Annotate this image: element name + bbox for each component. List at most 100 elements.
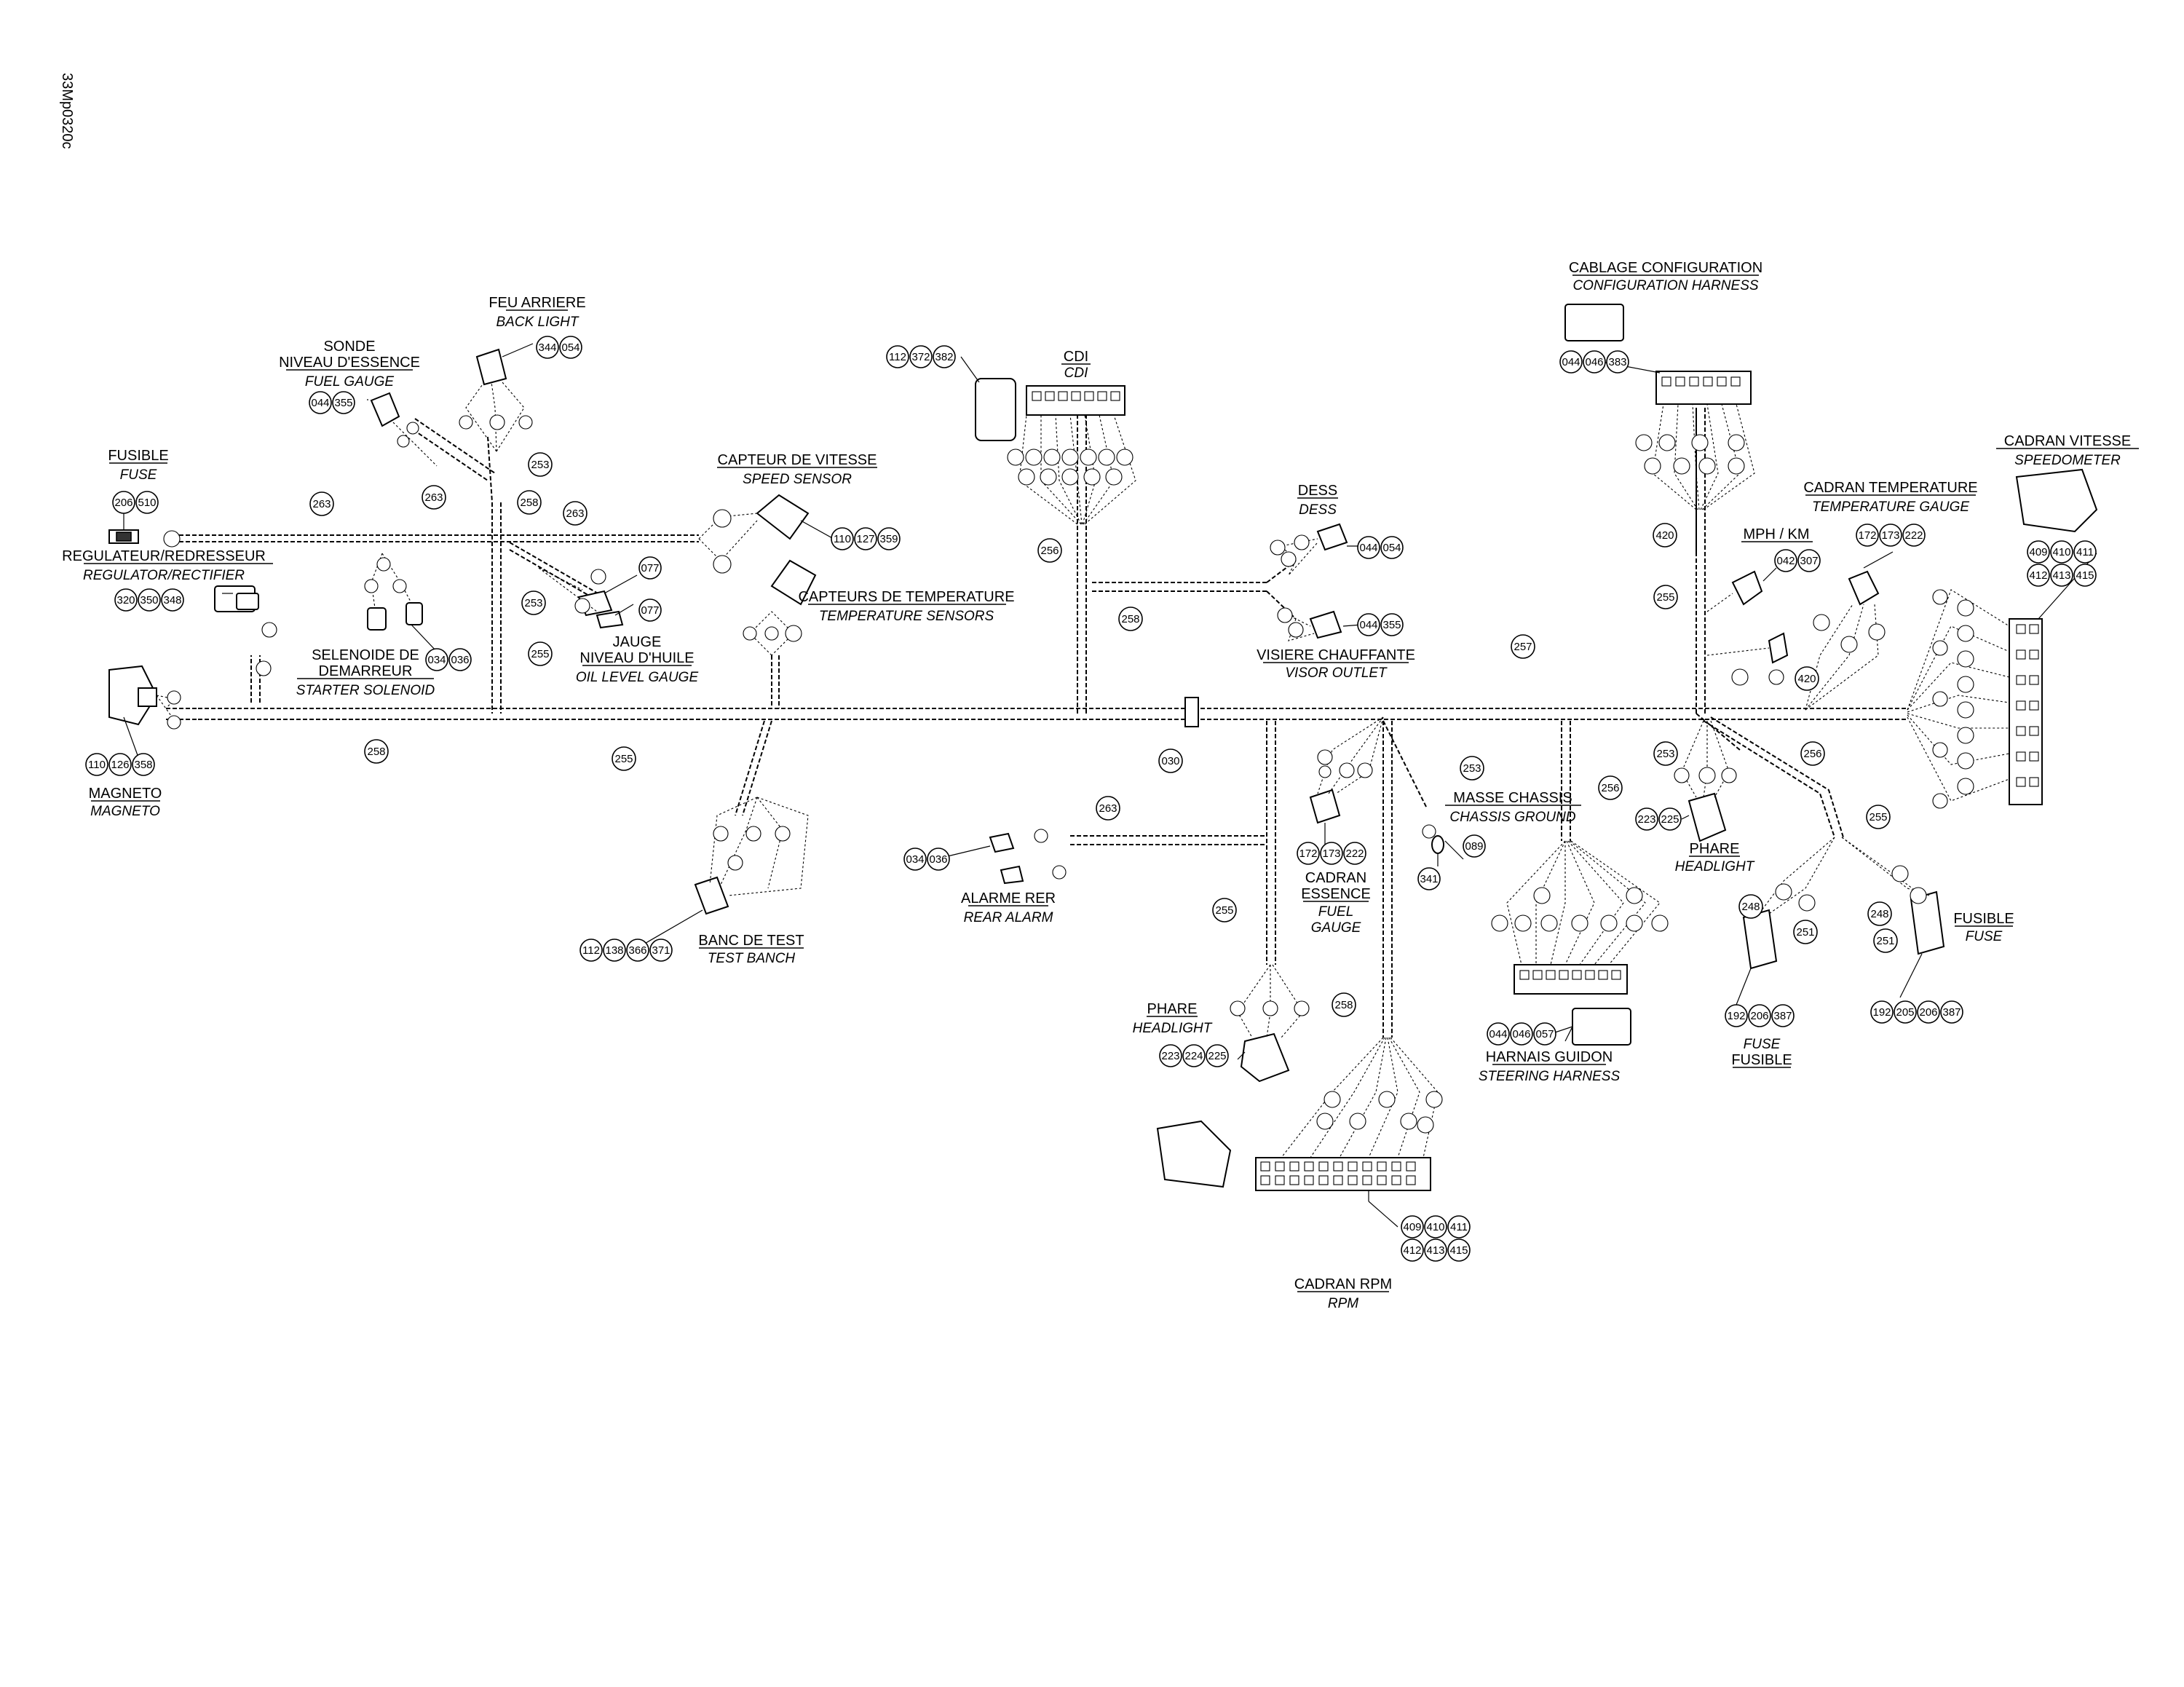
svg-text:MPH / KM: MPH / KM [1743, 526, 1809, 542]
svg-text:205: 205 [1896, 1006, 1914, 1019]
svg-text:PHARE: PHARE [1147, 1001, 1198, 1017]
svg-text:253: 253 [524, 597, 542, 609]
svg-text:307: 307 [1800, 555, 1818, 567]
connector-shapes [108, 304, 2098, 1191]
svg-text:SPEED SENSOR: SPEED SENSOR [743, 472, 852, 487]
svg-text:224: 224 [1184, 1050, 1203, 1062]
svg-text:258: 258 [1121, 613, 1139, 625]
svg-text:348: 348 [163, 594, 181, 607]
svg-text:355: 355 [334, 397, 352, 409]
svg-text:036: 036 [451, 654, 469, 666]
svg-text:GAUGE: GAUGE [1311, 920, 1361, 936]
svg-text:SPEEDOMETER: SPEEDOMETER [2014, 453, 2121, 468]
svg-text:DESS: DESS [1298, 483, 1337, 499]
svg-text:112: 112 [582, 944, 600, 957]
svg-text:CDI: CDI [1064, 366, 1088, 381]
svg-text:126: 126 [111, 759, 129, 771]
component-regulator: REGULATEUR/REDRESSEUR REGULATOR/RECTIFIE… [62, 548, 273, 612]
svg-text:CAPTEURS DE TEMPERATURE: CAPTEURS DE TEMPERATURE [798, 589, 1014, 605]
svg-text:255: 255 [614, 753, 633, 765]
component-fuel-gauge-dial: 172 173 222 CADRAN ESSENCE FUEL GAUGE [1297, 842, 1371, 936]
svg-text:412: 412 [2029, 569, 2047, 582]
svg-text:110: 110 [88, 759, 106, 771]
svg-text:225: 225 [1661, 813, 1679, 826]
svg-text:415: 415 [1449, 1244, 1468, 1257]
svg-text:FUEL GAUGE: FUEL GAUGE [305, 374, 394, 390]
svg-text:206: 206 [1919, 1006, 1937, 1019]
svg-text:344: 344 [538, 341, 556, 354]
svg-text:263: 263 [424, 491, 443, 504]
svg-text:089: 089 [1465, 840, 1483, 853]
component-magneto: 110 126 358 MAGNETO MAGNETO [85, 753, 162, 819]
svg-text:358: 358 [134, 759, 152, 771]
svg-text:VISOR OUTLET: VISOR OUTLET [1285, 665, 1388, 681]
svg-text:138: 138 [605, 944, 623, 957]
svg-text:206: 206 [114, 497, 132, 509]
svg-text:256: 256 [1040, 545, 1059, 557]
component-fuse-left: FUSIBLE FUSE 206 510 [108, 448, 169, 514]
component-visor-outlet: 044 355 VISIERE CHAUFFANTE VISOR OUTLET [1257, 613, 1415, 681]
svg-text:077: 077 [641, 604, 659, 617]
svg-text:046: 046 [1585, 356, 1603, 368]
svg-text:SELENOIDE DE: SELENOIDE DE [312, 647, 419, 663]
component-speed-sensor: CAPTEUR DE VITESSE SPEED SENSOR 110 127 … [717, 452, 901, 550]
svg-text:NIVEAU D'ESSENCE: NIVEAU D'ESSENCE [279, 355, 420, 371]
svg-text:SONDE: SONDE [323, 339, 375, 355]
svg-text:192: 192 [1727, 1010, 1745, 1022]
svg-text:REGULATOR/RECTIFIER: REGULATOR/RECTIFIER [83, 568, 245, 583]
svg-text:TEMPERATURE GAUGE: TEMPERATURE GAUGE [1812, 499, 1969, 515]
svg-text:HEADLIGHT: HEADLIGHT [1675, 859, 1755, 874]
svg-text:VISIERE CHAUFFANTE: VISIERE CHAUFFANTE [1257, 647, 1415, 663]
svg-text:STARTER SOLENOID: STARTER SOLENOID [296, 683, 435, 698]
svg-text:320: 320 [116, 594, 135, 607]
svg-text:253: 253 [1463, 762, 1481, 775]
svg-text:044: 044 [1562, 356, 1580, 368]
main-harness [166, 408, 1907, 1038]
svg-text:CABLAGE CONFIGURATION: CABLAGE CONFIGURATION [1569, 260, 1762, 276]
svg-text:410: 410 [1426, 1221, 1444, 1233]
svg-text:HARNAIS GUIDON: HARNAIS GUIDON [1486, 1049, 1613, 1065]
component-steering-harness: 044 046 057 HARNAIS GUIDON STEERING HARN… [1479, 1022, 1620, 1084]
component-rpm-dial: 409 410 411 412 413 415 CADRAN RPM RPM [1294, 1215, 1471, 1311]
connector-pin-grids [1032, 376, 2039, 1185]
svg-text:255: 255 [1215, 904, 1233, 917]
svg-text:FUSE: FUSE [1744, 1037, 1781, 1052]
component-temperature-sensors: CAPTEURS DE TEMPERATURE TEMPERATURE SENS… [798, 589, 1014, 624]
svg-text:127: 127 [856, 533, 874, 545]
svg-text:CADRAN: CADRAN [1305, 870, 1366, 886]
document-id: 33Mp0320c [59, 73, 75, 149]
component-test-bench: 112 138 366 371 BANC DE TEST TEST BANCH [579, 933, 804, 966]
svg-text:382: 382 [935, 351, 953, 363]
svg-text:FEU ARRIERE: FEU ARRIERE [488, 295, 585, 311]
svg-text:258: 258 [367, 746, 385, 758]
svg-text:OIL LEVEL GAUGE: OIL LEVEL GAUGE [576, 670, 699, 685]
svg-text:263: 263 [1099, 802, 1117, 815]
svg-text:387: 387 [1942, 1006, 1961, 1019]
svg-text:372: 372 [911, 351, 930, 363]
svg-text:350: 350 [140, 594, 158, 607]
component-speedometer: CADRAN VITESSE SPEEDOMETER 409 410 411 4… [1996, 433, 2139, 587]
svg-text:253: 253 [531, 459, 549, 471]
svg-text:263: 263 [312, 498, 331, 510]
svg-text:510: 510 [138, 497, 156, 509]
svg-text:371: 371 [652, 944, 670, 957]
svg-text:054: 054 [561, 341, 579, 354]
svg-text:383: 383 [1608, 356, 1626, 368]
svg-text:RPM: RPM [1328, 1296, 1358, 1311]
svg-text:044: 044 [1359, 542, 1377, 554]
component-configuration-harness: CABLAGE CONFIGURATION CONFIGURATION HARN… [1559, 260, 1762, 374]
svg-text:341: 341 [1420, 873, 1438, 885]
svg-text:409: 409 [2029, 546, 2047, 558]
component-fuel-sender: SONDE NIVEAU D'ESSENCE FUEL GAUGE 044 35… [279, 339, 420, 414]
svg-text:355: 355 [1382, 619, 1401, 631]
svg-text:110: 110 [834, 533, 851, 545]
svg-text:413: 413 [2052, 569, 2070, 582]
component-oil-gauge: 077 077 JAUGE NIVEAU D'HUILE OIL LEVEL G… [576, 556, 699, 685]
svg-text:PHARE: PHARE [1690, 841, 1740, 857]
component-starter-solenoid: 034 036 SELENOIDE DE DEMARREUR STARTER S… [296, 647, 472, 698]
svg-text:MAGNETO: MAGNETO [90, 804, 160, 819]
svg-text:255: 255 [531, 648, 549, 660]
svg-text:258: 258 [520, 497, 538, 509]
svg-text:222: 222 [1345, 848, 1364, 860]
